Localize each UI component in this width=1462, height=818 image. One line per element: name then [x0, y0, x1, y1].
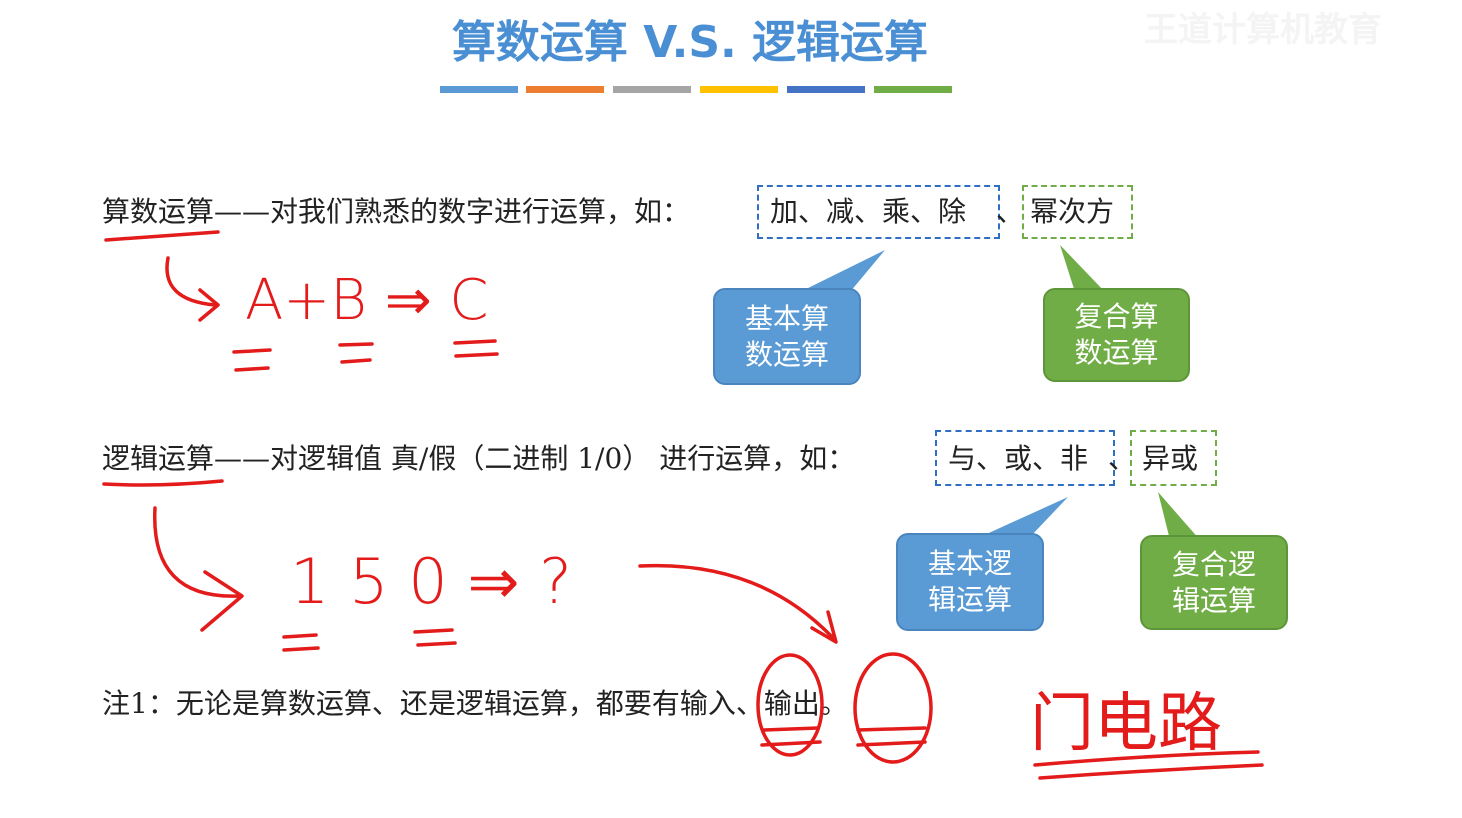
- callout-text: 复合算: [1074, 300, 1159, 333]
- callout-text: 数运算: [1074, 336, 1159, 369]
- callout-text: 辑运算: [927, 583, 1012, 616]
- arith-complex-box: [1022, 185, 1133, 239]
- color-bar-yellow: [700, 86, 778, 93]
- callout-text: 复合逻: [1171, 547, 1256, 581]
- underline-logic: [102, 479, 224, 487]
- logic-definition: 逻辑运算——对逻辑值 真/假（二进制 1/0） 进行运算，如：: [102, 442, 856, 475]
- color-bar-green: [874, 86, 952, 93]
- pointer-arith-basic: [800, 250, 885, 292]
- arrow-arith: [165, 256, 220, 322]
- callout-text: 辑运算: [1171, 583, 1256, 617]
- callout-arith-complex: 复合算数运算: [1043, 288, 1190, 382]
- color-bar-darkblue: [787, 86, 865, 93]
- arith-definition: 算数运算——对我们熟悉的数字进行运算，如：: [102, 195, 691, 228]
- arith-basic-box: [757, 185, 1000, 239]
- double-underlines-io: [760, 726, 927, 747]
- color-bar-gray: [613, 86, 691, 93]
- pointer-logic-basic: [980, 497, 1068, 537]
- logic-basic-box: [935, 430, 1115, 486]
- arith-sep: 、: [996, 195, 1025, 228]
- logic-basic-ops: 与、或、非: [948, 442, 1089, 475]
- logic-complex-box: [1130, 430, 1217, 486]
- callout-logic-complex: 复合逻辑运算: [1140, 535, 1288, 630]
- handwritten-logic-example: 1 5 0 ⇒ ?: [290, 545, 573, 618]
- circle-input: [756, 653, 824, 757]
- double-underlines-logic: [282, 628, 457, 652]
- slide-title: 算数运算 V.S. 逻辑运算: [451, 17, 929, 68]
- arrow-to-io: [638, 563, 838, 644]
- pointer-arith-complex: [1060, 245, 1105, 292]
- arrow-logic: [153, 506, 244, 632]
- logic-complex-ops: 异或: [1142, 442, 1199, 475]
- callout-text: 数运算: [744, 337, 829, 371]
- callout-logic-basic: 基本逻辑运算: [896, 533, 1044, 631]
- callout-text: 基本逻: [927, 547, 1012, 580]
- handwritten-arith-example: A+B ⇒ C: [245, 268, 489, 333]
- underline-arith: [104, 230, 220, 242]
- arith-complex-ops: 幂次方: [1030, 195, 1115, 228]
- pointer-logic-complex: [1158, 492, 1200, 540]
- callout-text: 基本算: [744, 301, 829, 335]
- circle-output: [853, 652, 933, 764]
- watermark: 王道计算机教育: [1144, 10, 1382, 50]
- note-text: 注1：无论是算数运算、还是逻辑运算，都要有输入、输出。: [102, 687, 848, 720]
- color-bar-blue: [440, 86, 518, 93]
- underline-circuit: [1033, 750, 1264, 780]
- color-bar-orange: [526, 86, 604, 93]
- double-underlines-arith: [232, 339, 499, 372]
- callout-arith-basic: 基本算数运算: [713, 288, 861, 385]
- arith-basic-ops: 加、减、乘、除: [770, 195, 967, 228]
- handwritten-circuit: 门电路: [1030, 687, 1222, 761]
